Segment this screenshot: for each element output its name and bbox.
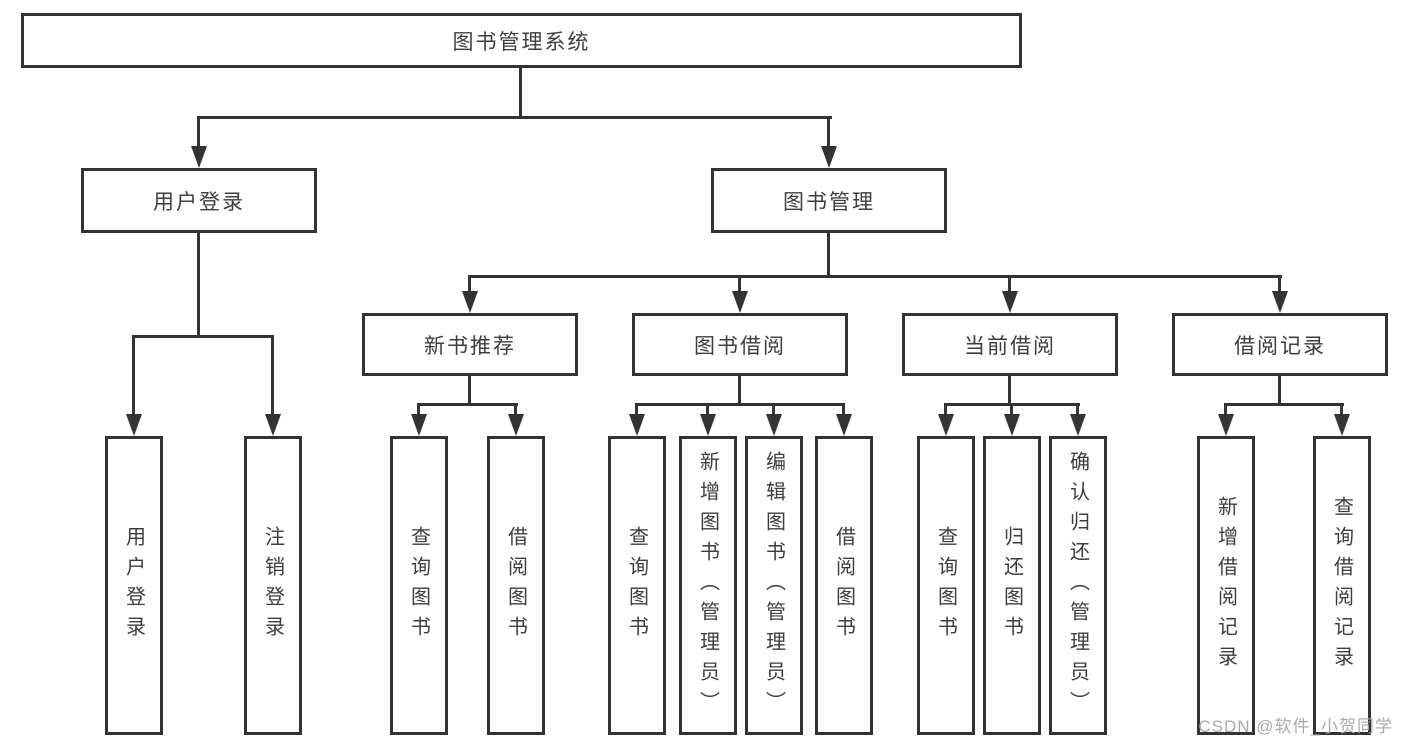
connector-to-leaf <box>1224 403 1227 417</box>
connector-to-leaf <box>1076 403 1079 417</box>
connector-book-management-stem <box>827 230 830 277</box>
node-leaf-query-books: 查询图书 <box>917 436 975 735</box>
arrow-down-icon <box>1002 291 1018 313</box>
connector-to-leaf <box>944 403 947 417</box>
connector-to-new-book <box>468 275 471 293</box>
arrow-down-icon <box>766 414 782 436</box>
connector-to-leaf <box>635 403 638 417</box>
connector-new-book-stem <box>468 373 471 405</box>
connector-to-leaf <box>1010 403 1013 417</box>
arrow-down-icon <box>821 146 837 168</box>
arrow-down-icon <box>836 414 852 436</box>
connector-to-leaf <box>271 335 274 417</box>
arrow-down-icon <box>1218 414 1234 436</box>
connector-user-login-split <box>132 335 274 338</box>
connector-book-borrow-stem <box>738 373 741 405</box>
connector-to-leaf <box>417 403 420 417</box>
node-leaf-query-books: 查询图书 <box>390 436 448 735</box>
connector-to-leaf <box>772 403 775 417</box>
arrow-down-icon <box>1272 291 1288 313</box>
connector-root-stem <box>519 65 522 117</box>
connector-book-management-split <box>468 275 1282 278</box>
node-current-borrow: 当前借阅 <box>902 313 1118 376</box>
node-leaf-return-books: 归还图书 <box>983 436 1041 735</box>
arrow-down-icon <box>1070 414 1086 436</box>
arrow-down-icon <box>732 291 748 313</box>
node-leaf-logout: 注销登录 <box>244 436 302 735</box>
arrow-down-icon <box>629 414 645 436</box>
connector-to-user-login <box>197 116 200 150</box>
node-borrow-records: 借阅记录 <box>1172 313 1388 376</box>
node-leaf-borrow-books: 借阅图书 <box>487 436 545 735</box>
node-book-borrow: 图书借阅 <box>632 313 848 376</box>
node-book-management: 图书管理 <box>711 168 947 233</box>
arrow-down-icon <box>1334 414 1350 436</box>
connector-to-leaf <box>1340 403 1343 417</box>
arrow-down-icon <box>1004 414 1020 436</box>
arrow-down-icon <box>462 291 478 313</box>
arrow-down-icon <box>126 414 142 436</box>
connector-to-borrow-records <box>1278 275 1281 293</box>
node-leaf-edit-book-admin: 编辑图书（管理员） <box>745 436 803 735</box>
connector-to-leaf <box>706 403 709 417</box>
connector-to-leaf <box>514 403 517 417</box>
csdn-watermark: CSDN @软件_小贺同学 <box>1198 717 1393 736</box>
connector-current-borrow-stem <box>1008 373 1011 405</box>
node-leaf-add-borrow-record: 新增借阅记录 <box>1197 436 1255 735</box>
node-leaf-query-borrow-record: 查询借阅记录 <box>1313 436 1371 735</box>
connector-root-split <box>197 116 832 119</box>
node-leaf-add-book-admin: 新增图书（管理员） <box>679 436 737 735</box>
node-leaf-borrow-books: 借阅图书 <box>815 436 873 735</box>
arrow-down-icon <box>411 414 427 436</box>
arrow-down-icon <box>938 414 954 436</box>
connector-to-book-borrow <box>738 275 741 293</box>
node-leaf-confirm-return-admin: 确认归还（管理员） <box>1049 436 1107 735</box>
node-library-system: 图书管理系统 <box>21 13 1022 68</box>
node-user-login: 用户登录 <box>81 168 317 233</box>
connector-borrow-records-split <box>1224 403 1344 406</box>
connector-new-book-split <box>417 403 518 406</box>
connector-book-borrow-split <box>635 403 845 406</box>
arrow-down-icon <box>265 414 281 436</box>
arrow-down-icon <box>508 414 524 436</box>
node-leaf-user-login: 用户登录 <box>105 436 163 735</box>
connector-user-login-stem <box>197 230 200 335</box>
connector-to-leaf <box>842 403 845 417</box>
connector-to-leaf <box>132 335 135 417</box>
connector-to-current-borrow <box>1008 275 1011 293</box>
node-leaf-query-books: 查询图书 <box>608 436 666 735</box>
arrow-down-icon <box>191 146 207 168</box>
connector-to-book-management <box>827 116 830 150</box>
node-new-book-recommend: 新书推荐 <box>362 313 578 376</box>
arrow-down-icon <box>700 414 716 436</box>
connector-borrow-records-stem <box>1278 373 1281 405</box>
